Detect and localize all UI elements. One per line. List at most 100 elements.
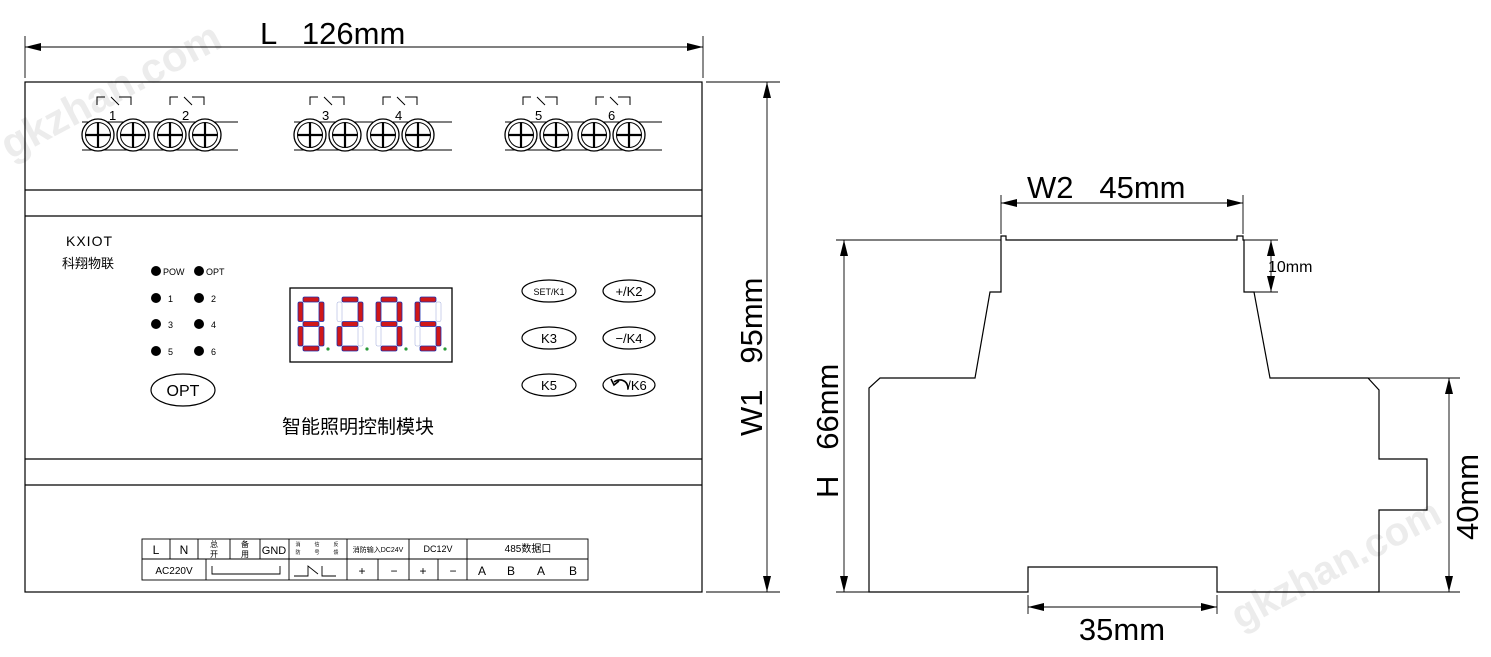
minus-k4-button[interactable] [602, 326, 656, 350]
display-segment [380, 345, 398, 352]
screw-icon [400, 117, 436, 153]
led-indicator-icon [194, 266, 204, 276]
display-segment [380, 296, 398, 303]
led-label: 5 [168, 347, 173, 357]
terminal-label: L [153, 543, 160, 557]
relay-number: 3 [322, 108, 329, 123]
return-arrow-icon [610, 378, 629, 390]
button-label: /K6 [627, 378, 647, 393]
k5-button[interactable] [521, 373, 577, 397]
display-segment [318, 326, 325, 347]
screw-icon [115, 117, 151, 153]
terminal-label: GND [262, 545, 287, 557]
led-label: OPT [206, 267, 225, 277]
screw-icon [503, 117, 539, 153]
back-k6-button[interactable] [602, 373, 656, 397]
display-segment [419, 321, 437, 327]
display-segment [336, 326, 343, 347]
display-segment [297, 301, 304, 322]
height-label: H 66mm [810, 364, 845, 498]
screw-icon [365, 117, 401, 153]
pin-label: + [419, 564, 426, 578]
terminal-label: 485数据口 [505, 542, 552, 555]
pin-label: B [569, 564, 577, 578]
rail-height-label: 40mm [1450, 454, 1485, 540]
screw-icon [187, 117, 223, 153]
display-segment [341, 296, 359, 303]
led-indicator-icon [151, 346, 161, 356]
led-label: 2 [211, 294, 216, 304]
display-segment [302, 296, 320, 303]
terminal-label: 开 [210, 550, 218, 559]
terminal-label: 消防输入DC24V [353, 545, 404, 554]
k3-button[interactable] [521, 326, 577, 350]
display-digits [297, 296, 447, 352]
screw-icon [327, 117, 363, 153]
screw-icon [538, 117, 574, 153]
length-label: L 126mm [260, 16, 405, 51]
opt-button-label: OPT [167, 383, 200, 400]
display-decimal-point [404, 347, 408, 351]
led-indicator-icon [151, 319, 161, 329]
width2-label: W2 45mm [1027, 170, 1185, 205]
led-label: POW [163, 267, 185, 277]
display-segment [419, 345, 437, 352]
base-width-label: 35mm [1079, 612, 1165, 647]
display-segment [414, 326, 421, 347]
display-segment [341, 345, 359, 352]
led-label: 4 [211, 320, 216, 330]
button-label: K5 [541, 378, 557, 393]
terminal-label: 信 [314, 541, 319, 548]
terminal-label: 馈 [333, 549, 338, 556]
terminal-label: 总 [210, 539, 218, 549]
button-label: −/K4 [615, 331, 642, 346]
display-segment [336, 301, 343, 322]
width1-label: W1 95mm [734, 278, 769, 436]
relay-number: 6 [608, 108, 615, 123]
set-k1-button[interactable] [521, 279, 577, 303]
display-decimal-point [326, 347, 330, 351]
button-label: K3 [541, 331, 557, 346]
front-view: L 126mm 1 2 3 4 5 6 [24, 16, 780, 593]
pin-label: − [390, 564, 397, 578]
pin-label: − [449, 564, 456, 578]
plus-k2-button[interactable] [602, 279, 656, 303]
opt-button[interactable] [150, 373, 216, 407]
terminal-label-table: L N 总 开 备 用 GND AC220V 消 防 信 号 反 馈 消防输入D… [141, 538, 589, 581]
display-segment [341, 321, 359, 327]
side-view: W2 45mm H 66mm 10mm 40mm 35mm [810, 170, 1485, 647]
terminal-label: 用 [241, 550, 249, 559]
screw-icon [80, 117, 116, 153]
pin-label: A [537, 564, 545, 578]
terminal-label: AC220V [155, 566, 193, 577]
screw-icon [152, 117, 188, 153]
pin-label: B [507, 564, 515, 578]
display-segment [318, 301, 325, 322]
status-leds: POW OPT 1 2 3 4 5 6 [151, 266, 225, 357]
relay-number: 4 [395, 108, 402, 123]
module-body [24, 81, 703, 593]
led-label: 6 [211, 347, 216, 357]
display-segment [302, 345, 320, 352]
led-indicator-icon [151, 266, 161, 276]
display-segment [396, 301, 403, 322]
display-segment [396, 326, 403, 347]
brand-logo-text: KXIOT [66, 233, 113, 249]
button-label: SET/K1 [533, 287, 564, 297]
pin-label: A [478, 564, 486, 578]
terminal-label: 号 [314, 550, 319, 556]
display-segment [435, 301, 442, 322]
terminal-label: 防 [295, 549, 300, 556]
terminal-label: 备 [241, 539, 249, 549]
display-segment [357, 326, 364, 347]
display-segment [380, 321, 398, 327]
screw-icon [576, 117, 612, 153]
led-indicator-icon [194, 319, 204, 329]
product-name: 智能照明控制模块 [282, 416, 434, 438]
relay-number: 1 [109, 108, 116, 123]
led-indicator-icon [151, 293, 161, 303]
button-label: +/K2 [615, 284, 642, 299]
display-decimal-point [443, 347, 447, 351]
display-segment [357, 301, 364, 322]
